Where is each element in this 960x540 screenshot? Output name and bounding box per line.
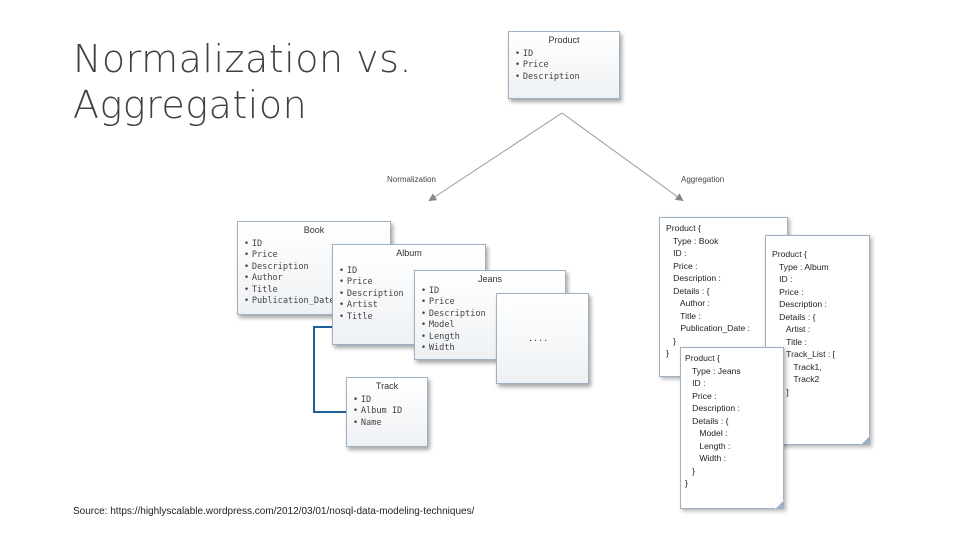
doc-line: Product { xyxy=(666,223,701,233)
doc-line: } xyxy=(685,478,688,488)
field: Description xyxy=(515,72,619,83)
doc-line: } xyxy=(772,398,869,411)
field: Price xyxy=(339,277,485,288)
ellipsis: .... xyxy=(529,332,550,344)
field: Price xyxy=(515,60,619,71)
field: Description xyxy=(339,289,485,300)
doc-line: Type : Jeans xyxy=(685,365,741,376)
field: Price xyxy=(421,297,565,308)
track-link xyxy=(313,326,346,413)
doc-line: Track_List : [ xyxy=(772,349,836,359)
doc-line: } xyxy=(685,465,696,476)
aggregation-arrow xyxy=(561,112,684,202)
book-doc-body: Product { Type : Book ID : Price : Descr… xyxy=(660,218,787,360)
more-entities: .... xyxy=(496,293,589,384)
album-fields: ID Price Description Artist Title xyxy=(333,266,485,323)
normalization-label: Normalization xyxy=(387,175,436,184)
doc-line: Track2 xyxy=(772,374,820,384)
doc-line: Width : xyxy=(685,453,727,463)
source-citation: Source: https://highlyscalable.wordpress… xyxy=(73,506,475,517)
page-fold-icon xyxy=(861,436,870,445)
doc-line: Details : { xyxy=(685,415,729,426)
doc-line: Price : xyxy=(666,260,698,271)
field: Publication_Date xyxy=(244,296,390,307)
doc-line: Track1, xyxy=(772,361,822,372)
doc-line: Price : xyxy=(685,390,717,401)
doc-line: Description : xyxy=(666,273,721,283)
jeans-document: Product { Type : Jeans ID : Price : Desc… xyxy=(680,347,784,509)
field: Length xyxy=(421,332,565,343)
field: Model xyxy=(421,320,565,331)
album-document: Product { Type : Album ID : Price : Desc… xyxy=(765,235,870,445)
doc-line: } xyxy=(772,411,869,424)
field: ID xyxy=(515,49,619,60)
doc-line: Type : Album xyxy=(772,261,829,272)
book-fields: ID Price Description Author Title Public… xyxy=(238,239,390,307)
jeans-doc-body: Product { Type : Jeans ID : Price : Desc… xyxy=(681,348,783,490)
doc-line: ] xyxy=(786,386,789,397)
album-doc-body: Product { Type : Album ID : Price : Desc… xyxy=(766,236,869,423)
product-entity: Product ID Price Description xyxy=(508,31,620,99)
field: ID xyxy=(421,286,565,297)
page-fold-icon xyxy=(775,500,784,509)
field: ID xyxy=(244,239,390,250)
doc-line: Model : xyxy=(685,428,728,438)
doc-line: Author : xyxy=(666,298,710,308)
normalization-arrow xyxy=(428,112,563,202)
doc-line: } xyxy=(666,335,677,346)
doc-line: Price : xyxy=(772,286,804,297)
doc-line: } xyxy=(666,348,669,358)
doc-line: Product { xyxy=(685,353,720,363)
doc-line: Description : xyxy=(685,403,740,413)
field: Width xyxy=(421,343,565,354)
field: ID xyxy=(339,266,485,277)
doc-line: Type : Book xyxy=(666,235,719,246)
field: Album ID xyxy=(353,406,427,417)
field: Title xyxy=(244,285,390,296)
slide-title: Normalization vs. Aggregation xyxy=(73,36,412,128)
doc-line: Length : xyxy=(685,440,731,451)
field: Description xyxy=(244,262,390,273)
field: Description xyxy=(421,309,565,320)
doc-line: Details : { xyxy=(772,311,816,322)
field: Title xyxy=(339,312,485,323)
field: Name xyxy=(353,418,427,429)
field: Price xyxy=(244,250,390,261)
doc-line: Details : { xyxy=(666,285,710,296)
field: ID xyxy=(353,395,427,406)
doc-line: ID : xyxy=(666,248,687,258)
field: Author xyxy=(244,273,390,284)
track-title: Track xyxy=(375,381,399,391)
field: Artist xyxy=(339,300,485,311)
doc-line: Description : xyxy=(772,299,827,309)
book-title: Book xyxy=(303,225,325,235)
album-title: Album xyxy=(396,248,422,258)
title-line-2: Aggregation xyxy=(73,83,308,127)
doc-line: ID : xyxy=(685,378,706,388)
doc-line: Title : xyxy=(666,310,701,321)
track-entity: Track ID Album ID Name xyxy=(346,377,428,447)
product-title: Product xyxy=(548,35,580,45)
doc-line: ID : xyxy=(772,274,793,284)
doc-line: Title : xyxy=(772,336,807,347)
track-fields: ID Album ID Name xyxy=(347,395,427,429)
jeans-title: Jeans xyxy=(477,274,503,284)
doc-line: Product { xyxy=(772,249,807,259)
jeans-fields: ID Price Description Model Length Width xyxy=(415,286,565,354)
doc-line: Publication_Date : xyxy=(666,323,751,333)
product-fields: ID Price Description xyxy=(509,49,619,83)
doc-line: Artist : xyxy=(772,324,811,334)
aggregation-label: Aggregation xyxy=(681,175,725,184)
title-line-1: Normalization vs. xyxy=(73,37,413,81)
